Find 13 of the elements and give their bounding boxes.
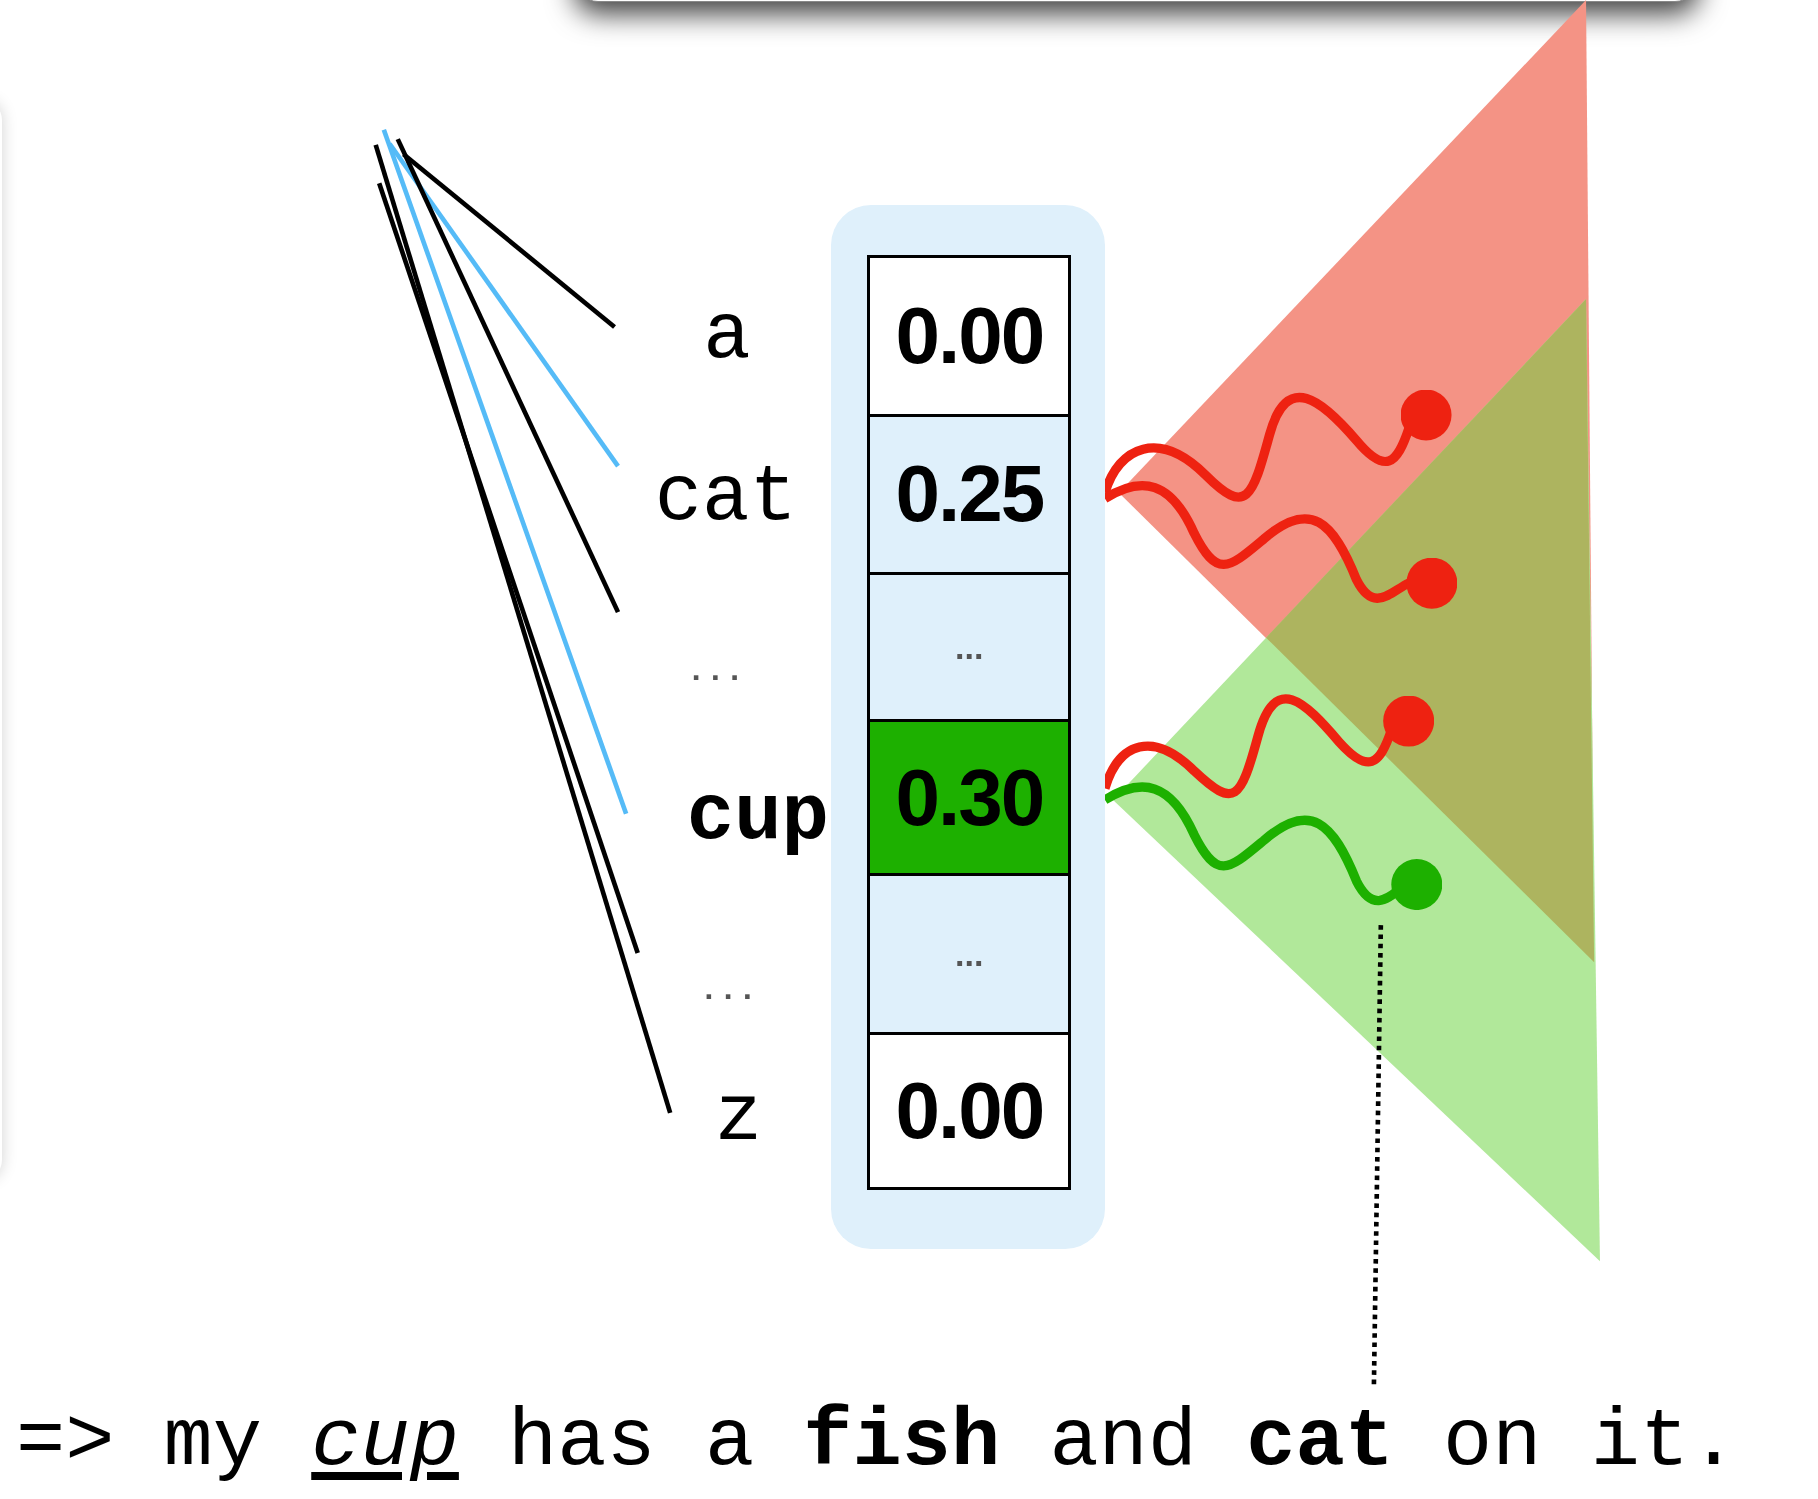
word-label: cup: [626, 776, 829, 858]
ellipsis-label: ...: [637, 944, 819, 1015]
word-label: a: [614, 295, 840, 377]
connector-line: [402, 152, 616, 329]
ellipsis-label: ...: [617, 602, 813, 696]
sentence: => my cup has a fish and cat on it.: [16, 1402, 1739, 1484]
word-label: z: [670, 1078, 807, 1160]
vector-panel: [831, 205, 1105, 1249]
connector-line: [377, 182, 640, 954]
connector-line: [395, 138, 621, 614]
connector-line: [381, 129, 629, 815]
connector-line: [373, 144, 673, 1114]
word-label: cat: [617, 457, 834, 540]
